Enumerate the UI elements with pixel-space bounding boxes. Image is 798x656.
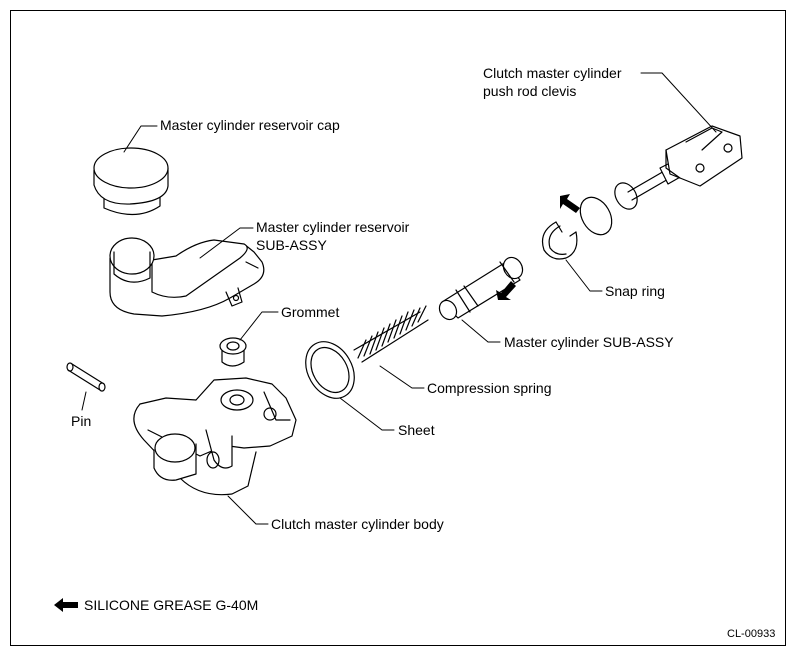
reservoir-label-line1: Master cylinder reservoir: [256, 219, 410, 235]
grommet-label: Grommet: [281, 304, 340, 320]
grommet-part: [219, 337, 247, 367]
leader-lines: [81, 72, 717, 525]
reservoir-label-line2: SUB-ASSY: [256, 237, 327, 253]
legend-text: SILICONE GREASE G-40M: [84, 597, 259, 613]
reservoir-part: [109, 237, 265, 317]
push-rod-clevis-label-line2: push rod clevis: [483, 83, 577, 99]
body-label: Clutch master cylinder body: [271, 516, 444, 532]
pin-label: Pin: [71, 413, 92, 429]
snap-ring-label: Snap ring: [605, 283, 665, 299]
reservoir-cap-label: Master cylinder reservoir cap: [160, 117, 340, 133]
compression-spring-label: Compression spring: [427, 380, 552, 396]
compression-spring-part: [353, 305, 429, 363]
sheet-label: Sheet: [398, 422, 435, 438]
snap-ring-part: [541, 221, 578, 260]
figure-code: CL-00933: [727, 628, 776, 640]
push-rod-part: [579, 159, 683, 236]
pin-part: [66, 362, 106, 392]
reservoir-cap-part: [93, 147, 169, 216]
grease-arrow-icon: [496, 281, 516, 300]
clevis-part: [665, 125, 743, 187]
grease-arrow-icon: [560, 194, 580, 213]
body-part: [133, 377, 297, 496]
push-rod-clevis-label-line1: Clutch master cylinder: [483, 65, 622, 81]
master-cylinder-subassy-label: Master cylinder SUB-ASSY: [504, 334, 674, 350]
piston-part: [438, 256, 524, 321]
sheet-part: [305, 341, 355, 399]
diagram-frame: [10, 10, 786, 646]
legend: SILICONE GREASE G-40M: [54, 596, 258, 614]
arrow-left-icon: [54, 598, 78, 612]
